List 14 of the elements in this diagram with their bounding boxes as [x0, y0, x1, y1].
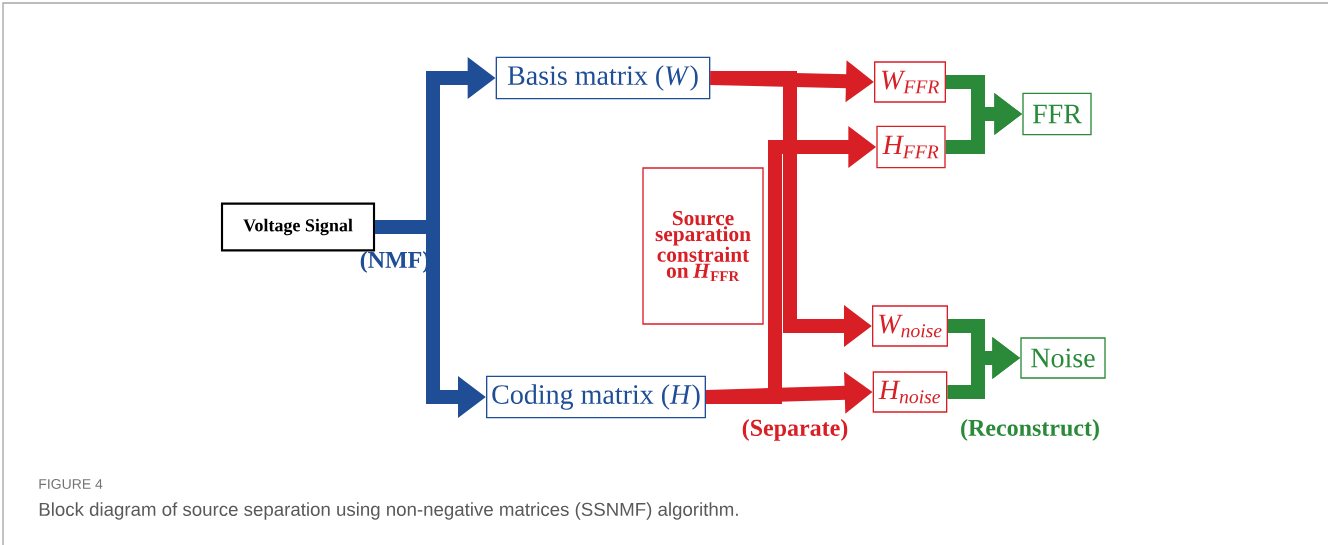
input-box: Voltage Signal [220, 202, 376, 252]
matrix-box: Basis matrix (W) [495, 56, 711, 100]
output-box: Noise [1020, 337, 1106, 379]
matrix-box: H$_{FFR}$ [876, 125, 946, 169]
caption: Block diagram of source separation using non-negative matrices (SSNMF) algorithm. [39, 502, 738, 520]
matrix-box: W$_{noise}$ [872, 305, 948, 347]
constraint-box: Source separation constraint on H$_{FFR}$ [642, 167, 764, 325]
stage-label: (Separate) [742, 419, 848, 441]
matrix-box: Coding matrix (H) [486, 375, 706, 419]
matrix-box: H$_{noise}$ [872, 371, 948, 413]
stage-label: (Reconstruct) [961, 419, 1099, 441]
output-box: FFR [1022, 92, 1092, 136]
matrix-box: W$_{FFR}$ [874, 61, 946, 103]
figure-number: FIGURE 4 [39, 479, 103, 489]
